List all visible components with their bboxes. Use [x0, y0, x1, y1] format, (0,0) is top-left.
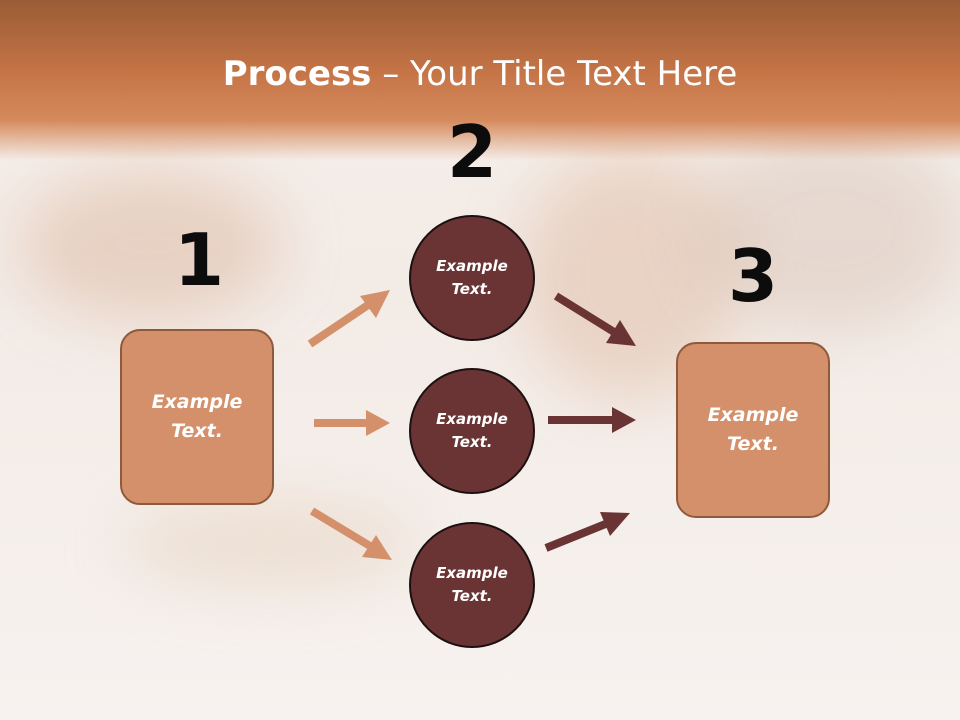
step-number-2: 2: [446, 110, 498, 194]
background-blur-shape: [20, 170, 280, 320]
arrow-1-to-top: [307, 290, 390, 348]
step-1-text: Example Text.: [151, 391, 243, 442]
arrow-middle-to-3: [548, 407, 636, 433]
step-2-circle-bottom[interactable]: Example Text.: [409, 522, 535, 648]
step-2-circle-middle-text: Example Text.: [436, 410, 508, 451]
slide-title: Process – Your Title Text Here: [0, 52, 960, 96]
step-2-circle-bottom-text: Example Text.: [436, 564, 508, 605]
title-band: [0, 0, 960, 160]
arrow-1-to-middle: [314, 410, 390, 436]
step-3-box[interactable]: Example Text.: [676, 342, 830, 518]
arrow-bottom-to-3: [544, 512, 630, 552]
arrow-top-to-3: [553, 292, 636, 346]
step-1-box[interactable]: Example Text.: [120, 329, 274, 505]
step-number-3: 3: [727, 234, 779, 318]
step-2-circle-top[interactable]: Example Text.: [409, 215, 535, 341]
step-2-circle-top-text: Example Text.: [436, 257, 508, 298]
step-3-text: Example Text.: [707, 404, 799, 455]
arrow-1-to-bottom: [309, 507, 392, 560]
step-2-circle-middle[interactable]: Example Text.: [409, 368, 535, 494]
step-number-1: 1: [173, 218, 225, 302]
title-bold: Process: [222, 54, 372, 94]
background-blur-shape: [700, 130, 960, 330]
title-rest: – Your Title Text Here: [371, 54, 738, 94]
